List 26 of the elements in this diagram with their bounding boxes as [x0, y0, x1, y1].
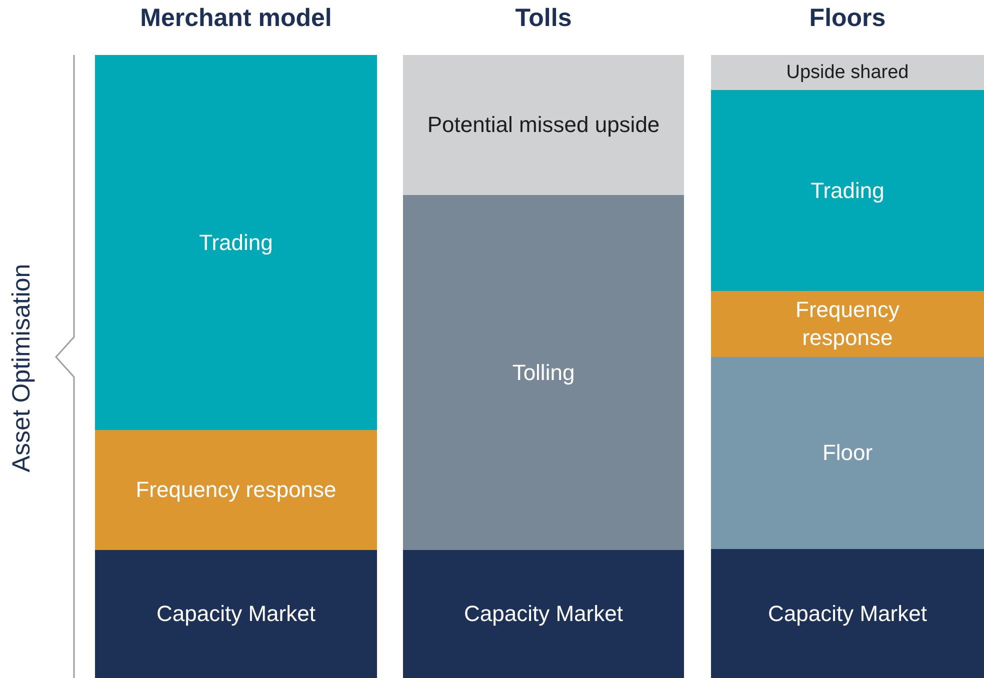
bar-segment: [711, 357, 984, 549]
bar-segment: [711, 90, 984, 291]
bar-segment: [711, 291, 984, 357]
segment-label: Capacity Market: [768, 600, 927, 628]
segment-label: Capacity Market: [464, 600, 623, 628]
bar-segment: [711, 549, 984, 678]
segment-label: Trading: [810, 176, 884, 204]
axis-title: Asset Optimisation: [8, 264, 36, 472]
segment-label: Potential missed upside: [427, 111, 660, 139]
segment-label: Tolling: [512, 358, 575, 386]
segment-label: Frequency response: [136, 476, 336, 504]
bar-segment: [403, 195, 684, 550]
bar-segment: [403, 550, 684, 678]
segment-label: Floor: [822, 439, 873, 467]
bar-segment: [95, 55, 377, 430]
segment-label: Frequency response: [794, 296, 900, 352]
bar-segment: [711, 55, 984, 90]
bar-segment: [403, 55, 684, 195]
column-heading: Floors: [808, 4, 887, 33]
segment-label: Trading: [199, 228, 273, 256]
bar-segment: [95, 550, 377, 678]
bar-segment: [95, 430, 377, 550]
segment-label: Capacity Market: [156, 600, 316, 628]
column-heading: Tolls: [514, 4, 573, 33]
segment-label: Upside shared: [786, 62, 909, 84]
column-heading: Merchant model: [139, 4, 333, 33]
